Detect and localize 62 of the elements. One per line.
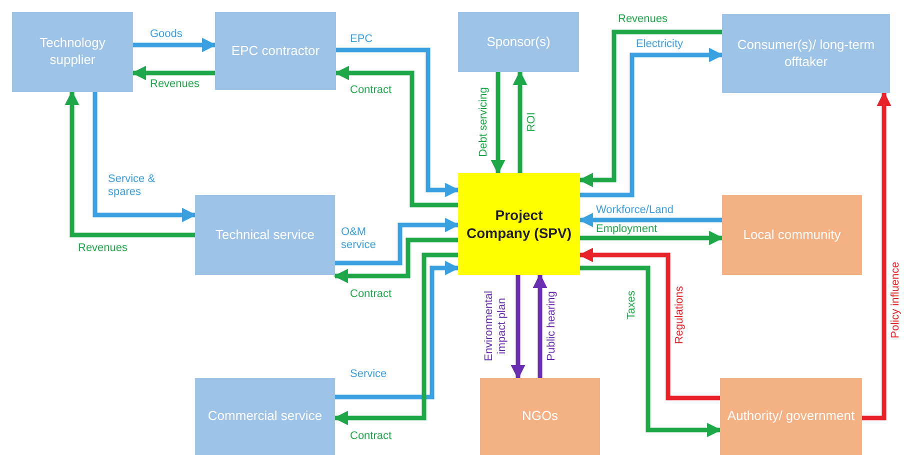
edge-label: O&M service [341, 226, 377, 252]
arrow [580, 230, 724, 246]
node-label: Project Company (SPV) [465, 206, 572, 242]
edge-label: Employment [596, 223, 658, 236]
node-label: NGOs [522, 408, 558, 425]
arrow [334, 66, 458, 208]
process-box [722, 14, 890, 93]
edge-label: Revenues [618, 13, 669, 26]
process-box [215, 12, 336, 90]
arrow [578, 30, 722, 188]
edge-label: Revenues [150, 78, 201, 92]
node-label: Consumer(s)/ long-term offtaker [736, 36, 876, 70]
process-box [480, 378, 600, 455]
arrow [532, 274, 548, 378]
process-box [458, 12, 579, 72]
node-label: EPC contractor [231, 42, 320, 60]
edge-label: Regulations [673, 286, 686, 344]
arrow [335, 260, 460, 400]
node-label: Local community [743, 226, 841, 244]
edge-label: Goods [150, 28, 184, 42]
process-box [720, 378, 862, 455]
arrow [133, 38, 216, 52]
arrow [132, 66, 215, 80]
edge-label: Electricity [636, 38, 684, 52]
edge-label: Workforce/Land [596, 204, 674, 218]
arrow [578, 212, 722, 228]
arrow [510, 275, 526, 380]
node-label: Authority/ government [727, 408, 855, 425]
arrow [335, 218, 460, 266]
arrow [512, 70, 528, 173]
edge-label: EPC [350, 33, 374, 46]
edge-label: Contract [350, 288, 393, 302]
highlight-box [458, 173, 580, 275]
arrow [580, 266, 722, 438]
arrow [490, 72, 506, 174]
edge-label: Taxes [625, 290, 638, 320]
arrow [580, 48, 724, 198]
process-box [722, 195, 862, 275]
edge-label: Debt servicing [477, 87, 490, 157]
process-box [195, 378, 335, 455]
arrow [92, 92, 196, 222]
edge-label: Policy influence [889, 262, 902, 338]
edge-label: Revenues [78, 242, 129, 256]
process-box [12, 12, 133, 92]
node-label: Technology supplier [38, 35, 106, 69]
edge-label: Service [350, 368, 388, 382]
arrow [334, 252, 458, 426]
arrow [862, 92, 892, 420]
arrow [336, 48, 460, 198]
arrow [578, 248, 720, 400]
node-label: Sponsor(s) [486, 34, 550, 50]
edge-label: Contract [350, 84, 393, 98]
arrow [64, 90, 195, 238]
process-box [195, 195, 335, 275]
edge-label: ROI [525, 112, 538, 132]
node-label: Technical service [216, 226, 314, 244]
arrow [334, 238, 458, 284]
edge-label: Public hearing [545, 291, 558, 361]
edge-label: Contract [350, 430, 393, 444]
edge-label: Environmental impact plan [482, 290, 509, 364]
node-label: Commercial service [208, 408, 322, 425]
edge-label: Service & spares [108, 173, 156, 200]
